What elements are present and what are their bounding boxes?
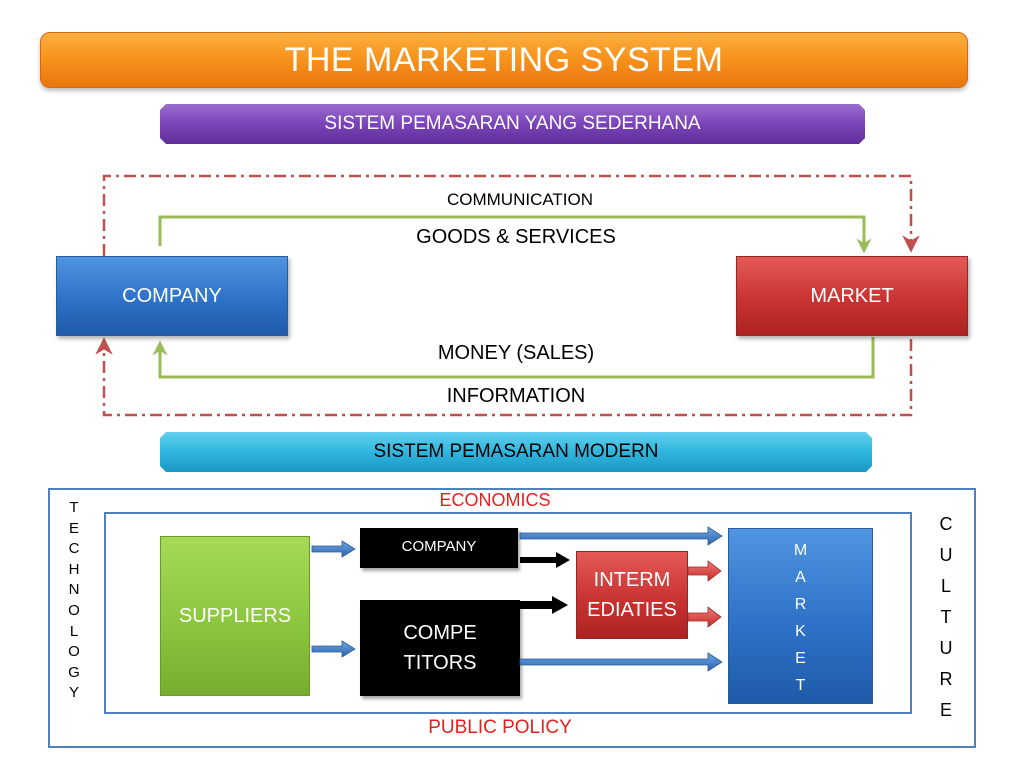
company-small-box: COMPANY <box>360 528 518 568</box>
money-sales-arrow <box>152 337 875 379</box>
technology-letter: O <box>68 601 80 619</box>
communication-label: COMMUNICATION <box>446 190 594 209</box>
market-letter: K <box>795 623 806 640</box>
market-vertical-box: M A R K E T <box>728 528 873 704</box>
market-letter: A <box>795 569 806 586</box>
suppliers-to-competitors-arrow <box>311 640 356 658</box>
intermediaries-line: INTERM <box>593 569 671 591</box>
technology-letter: E <box>68 519 79 537</box>
economics-label: ECONOMICS <box>439 489 551 510</box>
goods-services-label: GOODS & SERVICES <box>416 225 616 248</box>
market-box: MARKET <box>736 256 968 336</box>
technology-letter: G <box>68 663 80 681</box>
intermediaries-line: EDIATIES <box>587 599 677 621</box>
market-letter: E <box>795 650 806 667</box>
culture-letter: T <box>940 607 952 627</box>
culture-letter: U <box>939 545 953 565</box>
technology-letter: H <box>68 560 80 578</box>
information-label: INFORMATION <box>446 384 586 407</box>
technology-letter: C <box>68 540 80 558</box>
page-title: THE MARKETING SYSTEM <box>40 32 968 88</box>
simple-system-banner: SISTEM PEMASARAN YANG SEDERHANA <box>160 104 865 144</box>
culture-letter: C <box>939 514 953 534</box>
public-policy-label: PUBLIC POLICY <box>428 717 572 738</box>
technology-letter: Y <box>68 684 79 702</box>
market-letter: R <box>794 596 807 613</box>
environment-inner-frame <box>104 512 912 714</box>
technology-letter: T <box>69 499 79 516</box>
culture-letter: E <box>939 700 952 720</box>
market-letter: M <box>793 542 808 559</box>
company-to-market-arrow <box>519 526 723 546</box>
competitors-box: COMPE TITORS <box>360 600 520 696</box>
communication-loop-arrow <box>102 174 920 256</box>
intermediaries-to-market-arrow-lower <box>687 606 722 628</box>
money-sales-label: MONEY (SALES) <box>437 341 595 364</box>
technology-letter: N <box>68 581 80 599</box>
culture-vertical-label: C U L T U R E <box>934 509 958 726</box>
environment-outer-frame <box>48 488 976 748</box>
competitors-to-intermediaries-arrow <box>520 596 568 614</box>
intermediaries-to-market-arrow-upper <box>687 560 722 582</box>
technology-letter: O <box>68 643 80 661</box>
market-letter: T <box>795 677 806 694</box>
intermediaries-box: INTERM EDIATIES <box>576 551 688 639</box>
suppliers-to-company-arrow <box>311 540 356 558</box>
culture-letter: L <box>940 576 951 596</box>
competitors-line: TITORS <box>403 652 477 674</box>
culture-letter: U <box>939 638 953 658</box>
culture-letter: R <box>939 669 953 689</box>
suppliers-box: SUPPLIERS <box>160 536 310 696</box>
information-loop-arrow <box>95 337 913 417</box>
competitors-to-market-arrow <box>519 652 723 672</box>
goods-services-arrow <box>158 215 872 254</box>
competitors-line: COMPE <box>403 622 477 644</box>
company-to-intermediaries-arrow <box>520 552 570 568</box>
modern-system-banner: SISTEM PEMASARAN MODERN <box>160 432 872 472</box>
company-box: COMPANY <box>56 256 288 336</box>
technology-letter: L <box>69 622 79 640</box>
technology-vertical-label: T E C H N O L O G Y <box>64 498 84 704</box>
